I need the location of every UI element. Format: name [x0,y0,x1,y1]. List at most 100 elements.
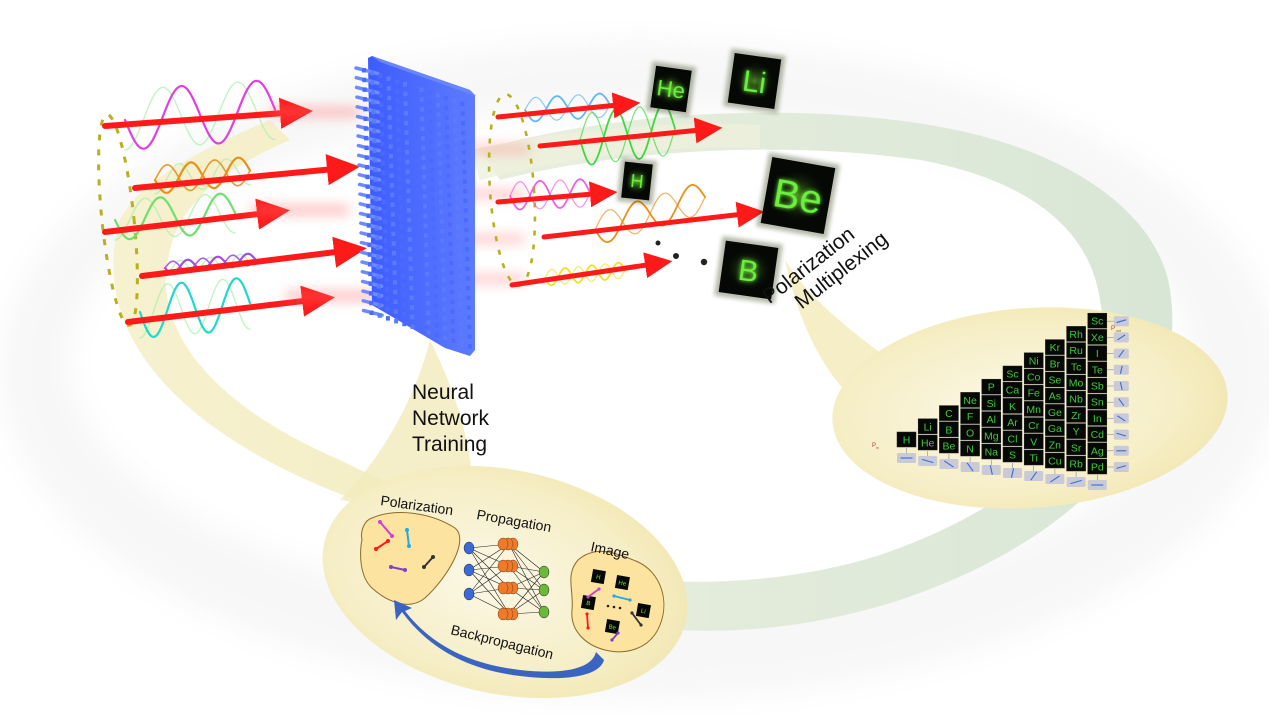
pillar [419,97,424,102]
tile-symbol: Sn [1091,397,1104,409]
pillar [466,285,471,291]
pillar [364,155,369,160]
tile-background [1066,358,1086,375]
pillar [444,115,449,120]
arrow-head [378,520,382,524]
wave-helix [594,192,706,235]
pillar [369,310,374,315]
pillar [449,280,454,285]
tile-background [1066,439,1086,456]
pillar [463,188,468,194]
pillar [406,208,411,213]
pillar [464,218,468,223]
tile-background [1002,365,1023,382]
arrow-head [389,565,393,569]
pillar [414,181,419,187]
pillar [397,166,402,171]
nn-connection [468,547,510,615]
p-out-key [1106,348,1129,359]
pillar [401,282,406,288]
pillar [429,158,434,163]
pillar [407,227,412,232]
pillar [399,224,404,230]
pillar [402,321,407,327]
pillar [452,118,457,123]
pillar [464,247,469,252]
pillar [383,228,388,234]
arrow-shaft [379,521,393,537]
nn-node [497,559,509,573]
pillar [397,176,402,181]
pillar [466,305,471,310]
tile-symbol: B [586,601,591,608]
tile-background [1045,436,1065,453]
pillar [370,80,375,85]
grid-element-tile: Te [1087,361,1108,378]
tile-symbol: Ti [1030,453,1038,465]
pillar [450,299,455,305]
arrow-head [630,611,634,615]
pillar [362,87,367,92]
tile-symbol: B [945,424,952,436]
arrow-head [431,555,435,559]
p-in-key [1045,469,1065,484]
pillar [444,105,449,111]
pillar [420,126,425,131]
tile-symbol: O [966,427,974,439]
tile-background [917,418,938,435]
tile-symbol: S [1009,450,1016,462]
grid-element-tile: S [1002,446,1023,463]
metasurface [354,56,476,356]
pillar [412,113,417,119]
nn-node [463,541,475,555]
pillar [452,108,457,113]
pillar [389,154,393,159]
image-element-tile: B [580,595,596,611]
p-in-key [1003,463,1022,478]
pillar [401,302,406,307]
pillar [381,170,386,176]
arrow-shaft [390,566,406,571]
pillar [396,127,401,133]
tile-symbol: Cl [1008,433,1018,445]
tile-background [960,392,980,408]
pillar [427,100,432,105]
pillar [377,313,382,318]
pillar [406,179,410,184]
tile-background [939,405,959,421]
pillar [440,238,445,244]
pillar [409,285,414,291]
tile-symbol: Br [1050,358,1061,370]
pillar [442,306,447,312]
wave-component [164,253,256,275]
title-line: Neural [412,381,474,404]
pillar [369,300,374,306]
tile-symbol: Ag [1091,445,1104,457]
pillar [455,215,460,220]
pillar [450,319,455,324]
tile-symbol: F [967,411,973,423]
pillar [376,284,381,289]
pillar [453,137,458,143]
pillar [420,116,425,122]
ellipsis-dot [655,240,661,246]
p-in-key [981,460,1001,475]
input-waves [113,79,277,339]
pillar [373,187,378,192]
pillar [461,150,466,155]
pillar [382,209,387,214]
p-out-key [1106,445,1129,456]
p-in-label: P in [872,443,879,450]
pillar [429,148,434,154]
tile-background [590,569,606,585]
neural-network-training-title: Neural Network Training [412,380,489,458]
pillar [423,223,428,228]
tile-background [960,440,980,457]
pillar [418,307,423,313]
image-ellipsis [606,604,622,610]
grid-element-tile: Rh [1066,326,1086,342]
nn-connection [468,569,510,615]
nn-node [497,581,509,595]
tile-background [1045,355,1065,372]
